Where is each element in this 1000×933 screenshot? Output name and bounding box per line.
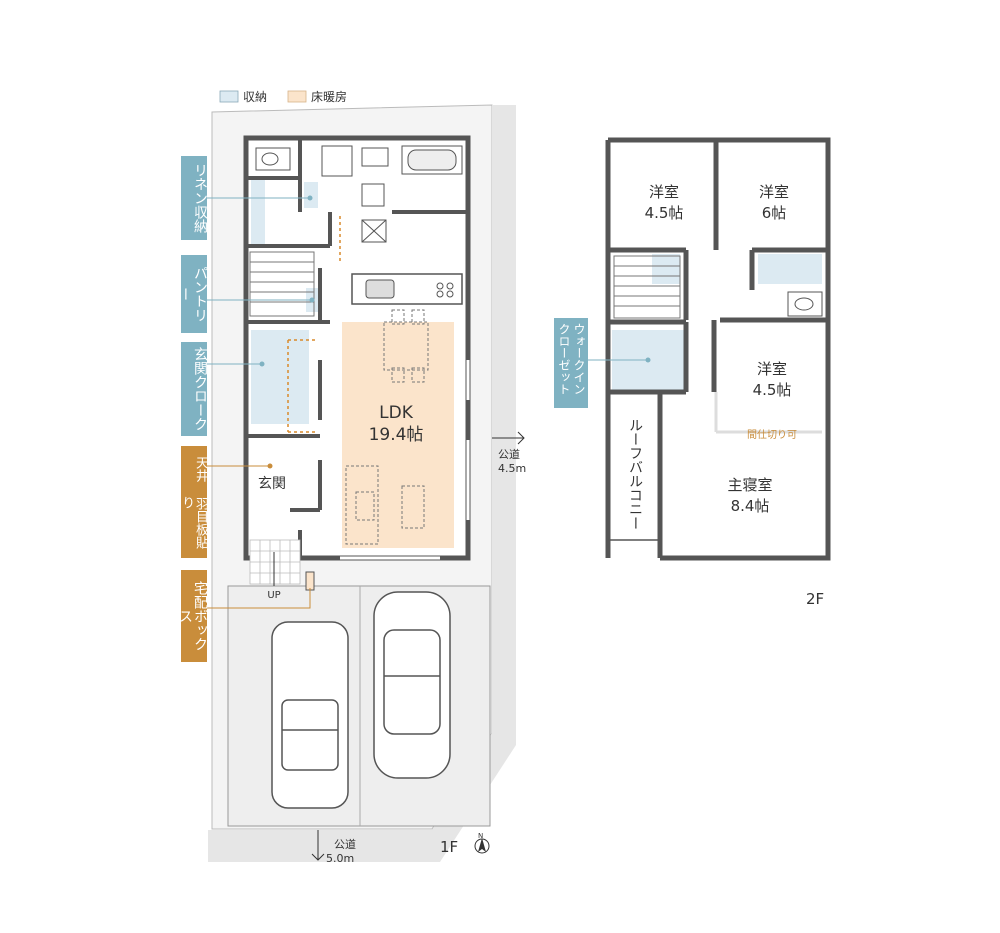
floor2: 洋室 4.5帖 洋室 6帖 洋室 4.5帖 間仕切り可 主寝室 8.4帖 2F xyxy=(588,137,831,608)
floor-heating-area xyxy=(342,322,454,548)
room-nw-name: 洋室 xyxy=(649,183,679,201)
storage-2f-b xyxy=(758,254,822,284)
stairs-2f xyxy=(613,255,681,319)
car-left xyxy=(271,621,349,809)
legend-heating-label: 床暖房 xyxy=(311,89,347,104)
room-e-size: 4.5帖 xyxy=(753,381,792,399)
toilet-2f xyxy=(787,291,823,317)
floor1-label: 1F xyxy=(440,838,458,856)
linen-storage xyxy=(251,180,265,244)
callout-entrance-cloak: 玄関クローク xyxy=(181,342,208,436)
road-south-line2: 5.0m xyxy=(326,852,354,865)
storage-2f-a xyxy=(652,254,680,284)
road-south-label: 公道 5.0m xyxy=(311,830,356,865)
kitchen-counter xyxy=(351,273,463,305)
windows-1f xyxy=(340,360,470,560)
partition-note: 間仕切り可 xyxy=(747,428,797,441)
bath-fixtures xyxy=(321,145,463,243)
callout-pantry: パントリー xyxy=(177,255,208,333)
compass-letter: N xyxy=(478,832,483,840)
cloak-storage xyxy=(251,330,309,424)
room-ne-name: 洋室 xyxy=(759,183,789,201)
master-size: 8.4帖 xyxy=(731,497,770,515)
walls-2f xyxy=(605,137,831,561)
legend-heating-swatch xyxy=(287,90,307,103)
up-label: UP xyxy=(267,590,280,601)
leaders-1f xyxy=(206,197,312,365)
linen-storage-2 xyxy=(304,182,318,208)
roof-balcony-area xyxy=(612,396,656,538)
stairs-1f xyxy=(249,251,315,317)
road-east-label: 公道 4.5m xyxy=(492,431,526,475)
roof-balcony-label: ルーフバルコニー xyxy=(627,418,643,530)
room-nw-size: 4.5帖 xyxy=(645,204,684,222)
legend-storage-label: 収納 xyxy=(243,90,267,104)
room-e-name: 洋室 xyxy=(757,360,787,378)
floor2-label: 2F xyxy=(806,590,824,608)
callout-walkin-text: ウォークインクローゼット xyxy=(557,323,586,395)
road-east-strip xyxy=(492,105,516,733)
entrance-label: 玄関 xyxy=(258,475,286,492)
ldk-name: LDK xyxy=(379,403,414,423)
callout-delivery-box: 宅配ボックス xyxy=(177,570,208,662)
floor1: LDK 19.4帖 玄関 UP 公道 4.5m 公道 5.0m xyxy=(206,104,526,865)
road-east-line2: 4.5m xyxy=(498,462,526,475)
master-name: 主寝室 xyxy=(727,476,772,494)
toilet-1f xyxy=(255,147,291,171)
callout-walkin-closet: ウォークインクローゼット xyxy=(554,318,588,408)
sofa xyxy=(345,465,425,545)
delivery-box xyxy=(305,571,315,591)
road-south-line1: 公道 xyxy=(334,837,356,851)
ldk-size: 19.4帖 xyxy=(369,425,424,445)
road-south-strip xyxy=(208,733,516,862)
room-ne-size: 6帖 xyxy=(762,204,787,222)
dining-table xyxy=(383,309,429,383)
legend-storage-swatch xyxy=(219,90,239,103)
car-right xyxy=(373,591,451,779)
flow-arrows xyxy=(287,216,341,433)
legend: 収納 床暖房 xyxy=(219,89,347,104)
entrance-tiles xyxy=(249,539,301,585)
callout-ceiling-paneling: 天井 羽目板貼り xyxy=(179,446,208,558)
leaders-1f-orange xyxy=(206,465,311,609)
road-east-line1: 公道 xyxy=(498,447,520,461)
compass-icon: N xyxy=(474,832,490,854)
callout-linen-storage: リネン収納 xyxy=(181,156,208,240)
